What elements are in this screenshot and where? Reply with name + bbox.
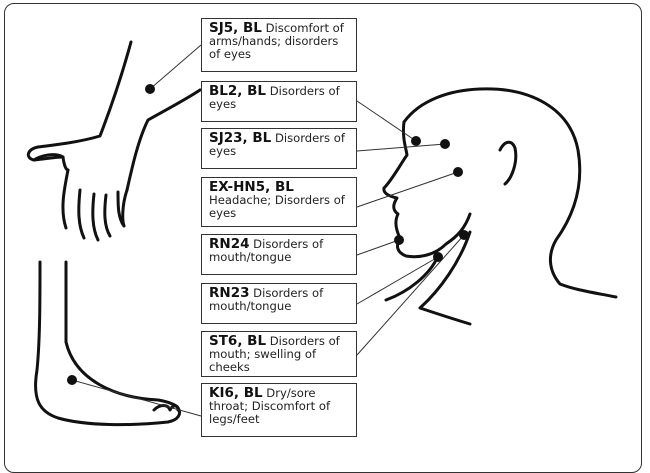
label-sj23: SJ23, BL Disorders of eyes [201, 128, 357, 169]
leg-back [34, 260, 182, 427]
point-description: Disorders of mouth/tongue [209, 286, 324, 313]
ear [498, 140, 518, 186]
point-description: Disorders of eyes [209, 84, 340, 111]
point-description: Disorders of mouth/tongue [209, 237, 324, 264]
leader-exhn5 [356, 171, 459, 208]
leader-sj5 [149, 44, 202, 90]
body-illustration [26, 40, 618, 427]
point-description: Disorders of mouth; swelling of cheeks [209, 334, 340, 374]
point-code: KI6, BL [209, 385, 263, 401]
point-description: Disorders of eyes [209, 131, 345, 158]
point-description: Dry/sore throat; Discomfort of legs/feet [209, 386, 331, 426]
point-code: SJ23, BL [209, 130, 272, 146]
point-dot-sj5 [145, 84, 155, 94]
point-dot-sj23 [440, 139, 450, 149]
leader-sj23 [356, 143, 446, 152]
point-dot-ki6 [67, 375, 77, 385]
label-rn24: RN24 Disorders of mouth/tongue [201, 234, 357, 275]
arm-outline-upper [26, 40, 133, 162]
leg-front [64, 260, 180, 410]
label-st6: ST6, BL Disorders of mouth; swelling of … [201, 331, 357, 377]
toes [152, 404, 180, 412]
point-code: RN23 [209, 285, 250, 301]
leader-ki6 [71, 379, 202, 417]
point-dot-rn24 [394, 235, 404, 245]
point-dot-bl2 [411, 136, 421, 146]
leader-rn23 [356, 256, 439, 305]
thumb [32, 153, 70, 172]
label-exhn5: EX-HN5, BL Headache; Disorders of eyes [201, 177, 357, 227]
leader-rn24 [356, 239, 400, 256]
point-dot-exhn5 [453, 167, 463, 177]
arm-outline-lower [125, 88, 202, 192]
label-rn23: RN23 Disorders of mouth/tongue [201, 283, 357, 324]
face-profile [382, 120, 472, 259]
leader-st6 [356, 234, 465, 356]
point-dot-rn23 [433, 252, 443, 262]
head-outline [402, 87, 618, 299]
label-ki6: KI6, BL Dry/sore throat; Discomfort of l… [201, 383, 357, 437]
leader-bl2 [356, 100, 417, 142]
point-description: Headache; Disorders of eyes [209, 193, 345, 220]
hand-fingers [61, 168, 129, 242]
point-code: SJ5, BL [209, 20, 262, 36]
point-code: BL2, BL [209, 83, 267, 99]
point-code: ST6, BL [209, 333, 267, 349]
point-code: RN24 [209, 236, 250, 252]
label-sj5: SJ5, BL Discomfort of arms/hands; disord… [201, 18, 357, 72]
point-description: Discomfort of arms/hands; disorders of e… [209, 21, 344, 61]
point-dot-st6 [459, 230, 469, 240]
label-bl2: BL2, BL Disorders of eyes [201, 81, 357, 122]
point-code: EX-HN5, BL [209, 179, 294, 195]
